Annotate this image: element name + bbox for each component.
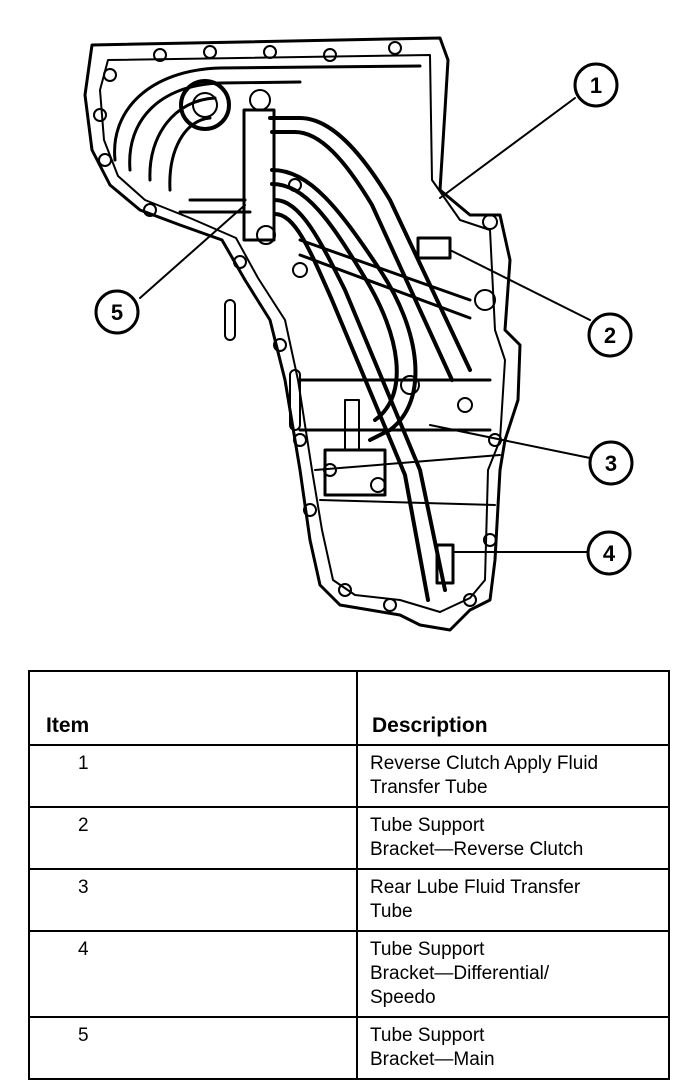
item-description: Reverse Clutch Apply Fluid Transfer Tube <box>356 744 670 808</box>
item-description: Tube Support Bracket—Main <box>356 1016 670 1080</box>
leader-1 <box>439 97 576 199</box>
callout-5-circle <box>94 289 140 335</box>
item-column-header: Item <box>28 670 358 746</box>
description-line: Bracket—Main <box>370 1049 495 1070</box>
parts-table: Item Description 1 Reverse Clutch Apply … <box>28 670 670 1080</box>
reverse-clutch-bracket <box>416 236 452 260</box>
port-ring <box>179 79 231 131</box>
callout-3-label: 3 <box>605 451 617 476</box>
transmission-tube-diagram: 1 2 3 4 5 <box>83 36 634 632</box>
table-row: 5 Tube Support Bracket—Main <box>28 1016 670 1080</box>
callout-4-circle <box>586 530 632 576</box>
callout-4-label: 4 <box>603 541 616 566</box>
differential-bracket <box>435 543 455 585</box>
description-line: Tube Support <box>370 1025 485 1046</box>
housing-gasket <box>99 54 506 613</box>
housing-outline <box>83 36 522 632</box>
item-number: 1 <box>28 744 358 808</box>
callout-2-label: 2 <box>604 323 616 348</box>
table-row: 4 Tube Support Bracket—Differential/ Spe… <box>28 930 670 1018</box>
callout-2-circle <box>587 312 633 358</box>
callout-5-label: 5 <box>111 300 123 325</box>
reverse-clutch-tube <box>268 116 472 372</box>
passage-4 <box>168 116 212 192</box>
item-number: 5 <box>28 1016 358 1080</box>
callout-1-label: 1 <box>590 73 602 98</box>
leader-3 <box>429 424 591 459</box>
item-description: Rear Lube Fluid Transfer Tube <box>356 868 670 932</box>
description-line: Tube Support <box>370 815 485 836</box>
leader-2 <box>449 249 591 321</box>
main-bracket <box>242 108 276 242</box>
passage-3 <box>148 96 217 182</box>
housing-bolts <box>93 41 502 612</box>
description-line: Bracket—Differential/ <box>370 963 550 984</box>
item-number: 4 <box>28 930 358 1018</box>
callout-3-circle <box>588 440 634 486</box>
item-description: Tube Support Bracket—Differential/ Speed… <box>356 930 670 1018</box>
table-row: 1 Reverse Clutch Apply Fluid Transfer Tu… <box>28 744 670 808</box>
item-description: Tube Support Bracket—Reverse Clutch <box>356 806 670 870</box>
table-row: 2 Tube Support Bracket—Reverse Clutch <box>28 806 670 870</box>
description-line: Tube <box>370 901 413 922</box>
rear-lube-tube <box>270 168 418 442</box>
description-line: Rear Lube Fluid Transfer <box>370 877 581 898</box>
description-column-header: Description <box>356 670 670 746</box>
description-line: Reverse Clutch Apply Fluid <box>370 753 599 774</box>
description-line: Speedo <box>370 987 436 1008</box>
description-line: Transfer Tube <box>370 777 488 798</box>
table-row: 3 Rear Lube Fluid Transfer Tube <box>28 868 670 932</box>
item-number: 2 <box>28 806 358 870</box>
item-number: 3 <box>28 868 358 932</box>
description-line: Tube Support <box>370 939 485 960</box>
callout-1-circle <box>573 62 619 108</box>
passage-1 <box>113 64 422 162</box>
description-line: Bracket—Reverse Clutch <box>370 839 584 860</box>
valve-block <box>323 448 387 497</box>
table-header-row: Item Description <box>28 670 670 746</box>
leader-5 <box>139 204 246 299</box>
